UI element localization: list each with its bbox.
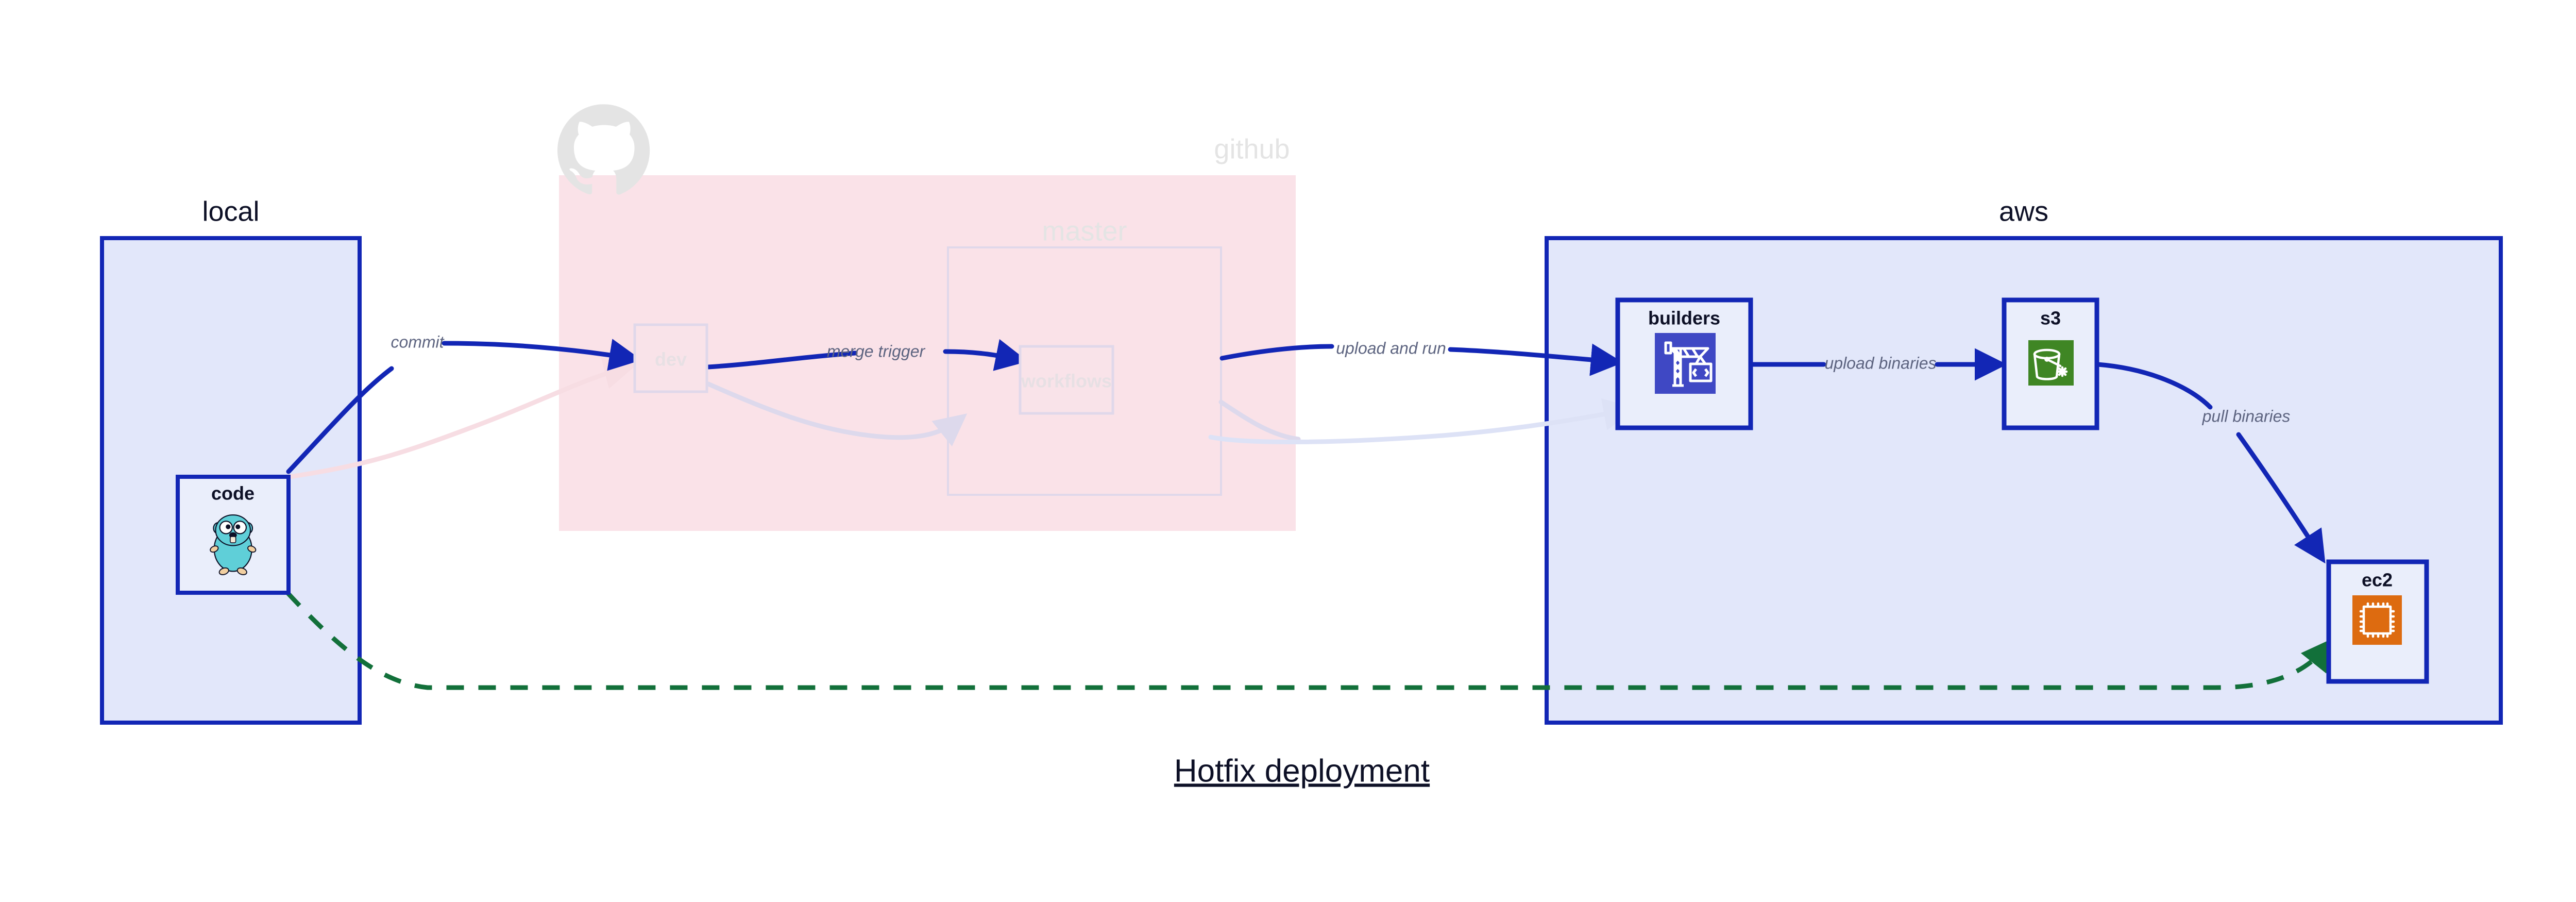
node-code-label: code [211,483,255,504]
node-s3-label: s3 [2040,308,2061,329]
node-workflows-label: workflows [1021,371,1112,392]
edge-label-merge-trigger: merge trigger [827,342,926,360]
cluster-master-label: master [1042,215,1127,246]
edge-label-commit: commit [391,332,444,351]
node-builders-label: builders [1648,308,1720,329]
node-workflows[interactable]: workflows [1019,345,1114,415]
ghost-edges [287,357,1636,479]
edge-builders-to-s3: upload binaries [1749,348,2007,381]
edge-s3-to-ec2: pull binaries [2095,362,2326,564]
node-dev-label: dev [655,349,687,370]
node-ec2-label: ec2 [2362,570,2393,591]
cpu-chip-icon [2352,595,2402,645]
edge-dev-to-workflows: merge trigger [706,339,1028,371]
s3-bucket-icon [2028,340,2074,386]
edge-workflows-to-builders: upload and run [1219,339,1623,376]
page-title: Hotfix deployment [1174,753,1430,789]
cluster-master: master [947,215,1222,496]
edge-code-to-dev: commit [286,332,642,474]
crane-code-icon [1655,333,1716,394]
edge-label-pull-binaries: pull binaries [2202,407,2291,425]
cluster-local: local [100,196,362,725]
node-code[interactable]: code [176,475,291,595]
go-gopher-icon [210,514,257,575]
cluster-aws-label: aws [1999,196,2048,227]
cluster-local-label: local [202,196,259,227]
github-octocat-icon [557,104,650,195]
node-ec2[interactable]: ec2 [2326,559,2429,684]
node-builders[interactable]: builders [1615,297,1753,430]
edge-code-to-ec2-dashed [285,591,2334,690]
edge-label-upload-and-run: upload and run [1336,339,1446,357]
node-dev[interactable]: dev [633,323,708,393]
cluster-github-label: github [1214,133,1290,164]
node-s3[interactable]: s3 [2002,297,2099,430]
edge-label-upload-binaries: upload binaries [1824,354,1936,372]
